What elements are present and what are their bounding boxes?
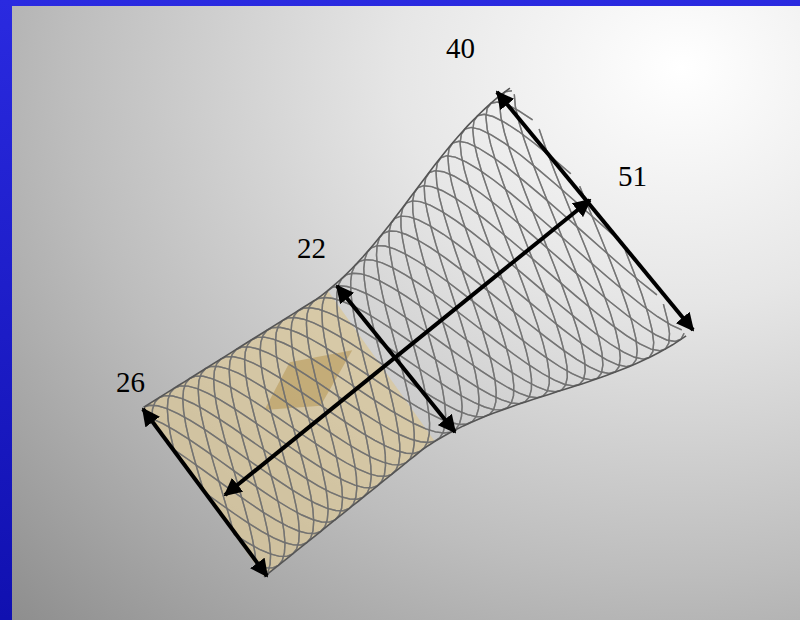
- stent-frame: [144, 88, 686, 577]
- stent-strut: [245, 186, 670, 568]
- stent-strut: [234, 171, 684, 557]
- dimension-value: 40: [446, 34, 475, 63]
- stent-strut: [245, 186, 670, 568]
- stent-strut: [144, 114, 571, 510]
- stent-strut: [204, 156, 682, 545]
- stent-edge: [144, 88, 510, 407]
- stent-strut: [234, 171, 684, 557]
- dimension-arrow: [337, 286, 455, 432]
- stent-strut: [167, 91, 585, 488]
- dimension-value: 51: [618, 162, 647, 191]
- stent-strut: [144, 114, 571, 510]
- dimension-arrow: [497, 92, 693, 330]
- stent-strut: [183, 94, 603, 492]
- stent-strut: [152, 102, 568, 499]
- slide-panel: [12, 6, 800, 620]
- stent-edge: [264, 336, 686, 577]
- dimension-arrows: [143, 92, 693, 576]
- dimension-value: 26: [116, 368, 145, 397]
- dimension-arrow: [143, 409, 267, 576]
- stent-strut: [167, 91, 585, 488]
- stent-strut: [214, 186, 638, 565]
- stent-strut: [204, 156, 682, 545]
- dimension-arrow: [225, 200, 590, 495]
- dimension-value: 22: [297, 234, 326, 263]
- stent-strut: [152, 102, 568, 499]
- stent-strut: [183, 94, 603, 492]
- stent-strut: [214, 186, 638, 565]
